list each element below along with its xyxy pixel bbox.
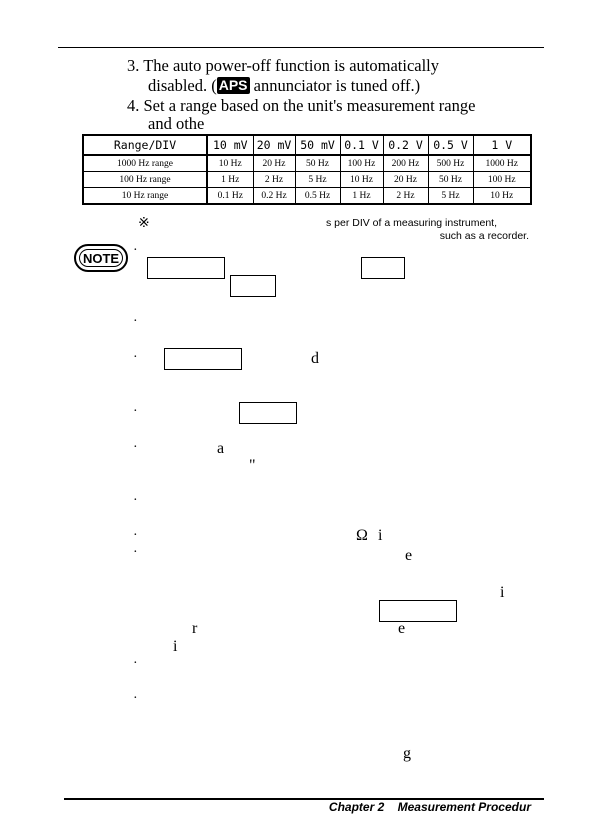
step-3-number: 3.: [127, 56, 140, 75]
footer-rule: [64, 798, 544, 800]
table-header: Range/DIV: [82, 134, 208, 156]
table-cell: 10 Hz: [339, 171, 384, 188]
text-fragment: g: [403, 745, 411, 762]
range-table-header-row: Range/DIV 10 mV 20 mV 50 mV 0.1 V 0.2 V …: [82, 134, 532, 156]
table-cell: 100 Hz: [472, 171, 532, 188]
table-header: 20 mV: [252, 134, 296, 156]
header-rule: [58, 47, 544, 48]
table-row: 1000 Hz range 10 Hz 20 Hz 50 Hz 100 Hz 2…: [82, 154, 532, 172]
step-4-continued: and othe: [148, 114, 204, 134]
key-box: [230, 275, 276, 297]
table-header: 0.5 V: [427, 134, 474, 156]
table-header: 0.2 V: [382, 134, 429, 156]
bullet-marker: ·: [133, 691, 138, 706]
table-cell: 10 Hz: [472, 187, 532, 205]
step-3-line2-before: disabled. (: [148, 76, 217, 95]
bullet-marker: ·: [133, 440, 138, 455]
text-fragment: a: [217, 440, 225, 457]
key-box: [147, 257, 225, 279]
footer-chapter: Chapter 2 Measurement Procedur: [329, 800, 531, 814]
bullet-marker: ·: [133, 493, 138, 508]
key-box: [239, 402, 297, 424]
text-fragment: i: [500, 584, 505, 601]
footer-chapter-title: Measurement Procedur: [397, 800, 531, 814]
table-cell: 10 Hz range: [82, 187, 208, 205]
key-box: [164, 348, 242, 370]
note-badge-label: NOTE: [82, 250, 120, 266]
table-header: 50 mV: [294, 134, 341, 156]
table-cell: 500 Hz: [427, 154, 474, 172]
table-cell: 50 Hz: [294, 154, 341, 172]
bullet-marker: ·: [133, 243, 138, 258]
key-box: [361, 257, 405, 279]
step-4-line1: Set a range based on the unit's measurem…: [143, 96, 476, 115]
text-fragment: e: [405, 547, 413, 564]
text-fragment: d: [311, 350, 319, 367]
bullet-marker: ·: [133, 528, 138, 543]
table-row: 100 Hz range 1 Hz 2 Hz 5 Hz 10 Hz 20 Hz …: [82, 171, 532, 188]
step-3-continued: disabled. (APS annunciator is tuned off.…: [148, 76, 420, 96]
table-row: 10 Hz range 0.1 Hz 0.2 Hz 0.5 Hz 1 Hz 2 …: [82, 187, 532, 205]
footnote-mark: ※: [138, 216, 150, 231]
table-cell: 10 Hz: [206, 154, 254, 172]
text-fragment: r: [192, 620, 198, 637]
range-table: Range/DIV 10 mV 20 mV 50 mV 0.1 V 0.2 V …: [82, 134, 532, 205]
table-cell: 0.1 Hz: [206, 187, 254, 205]
table-header: 0.1 V: [339, 134, 384, 156]
table-header: 1 V: [472, 134, 532, 156]
table-cell: 1 Hz: [339, 187, 384, 205]
text-fragment: i: [173, 638, 178, 655]
footnote-line2: such as a recorder.: [439, 230, 529, 242]
table-cell: 1 Hz: [206, 171, 254, 188]
step-4: 4. Set a range based on the unit's measu…: [127, 96, 475, 116]
table-cell: 2 Hz: [382, 187, 429, 205]
table-cell: 20 Hz: [382, 171, 429, 188]
table-cell: 50 Hz: [427, 171, 474, 188]
text-fragment: ": [249, 457, 256, 474]
table-cell: 100 Hz: [339, 154, 384, 172]
table-cell: 0.2 Hz: [252, 187, 296, 205]
step-3: 3. The auto power-off function is automa…: [127, 56, 439, 76]
note-badge-icon: NOTE: [74, 244, 128, 272]
step-4-number: 4.: [127, 96, 140, 115]
table-header: 10 mV: [206, 134, 254, 156]
footnote-line1: s per DIV of a measuring instrument,: [326, 217, 497, 229]
table-cell: 5 Hz: [427, 187, 474, 205]
table-cell: 1000 Hz range: [82, 154, 208, 172]
table-cell: 20 Hz: [252, 154, 296, 172]
text-fragment: i: [378, 527, 383, 544]
step-3-line2-after: annunciator is tuned off.): [249, 76, 421, 95]
text-fragment: Ω: [356, 527, 368, 544]
table-cell: 200 Hz: [382, 154, 429, 172]
table-cell: 1000 Hz: [472, 154, 532, 172]
aps-annunciator-icon: APS: [216, 77, 250, 94]
table-cell: 100 Hz range: [82, 171, 208, 188]
bullet-marker: ·: [133, 314, 138, 329]
footer-chapter-label: Chapter 2: [328, 800, 385, 814]
step-4-line2: and othe: [148, 114, 205, 133]
table-cell: 0.5 Hz: [294, 187, 341, 205]
key-box: [379, 600, 457, 622]
text-fragment: e: [398, 620, 406, 637]
table-cell: 5 Hz: [294, 171, 341, 188]
bullet-marker: ·: [133, 545, 138, 560]
bullet-marker: ·: [133, 404, 138, 419]
bullet-marker: ·: [133, 656, 138, 671]
bullet-marker: ·: [133, 350, 138, 365]
step-3-line1: The auto power-off function is automatic…: [143, 56, 440, 75]
table-cell: 2 Hz: [252, 171, 296, 188]
